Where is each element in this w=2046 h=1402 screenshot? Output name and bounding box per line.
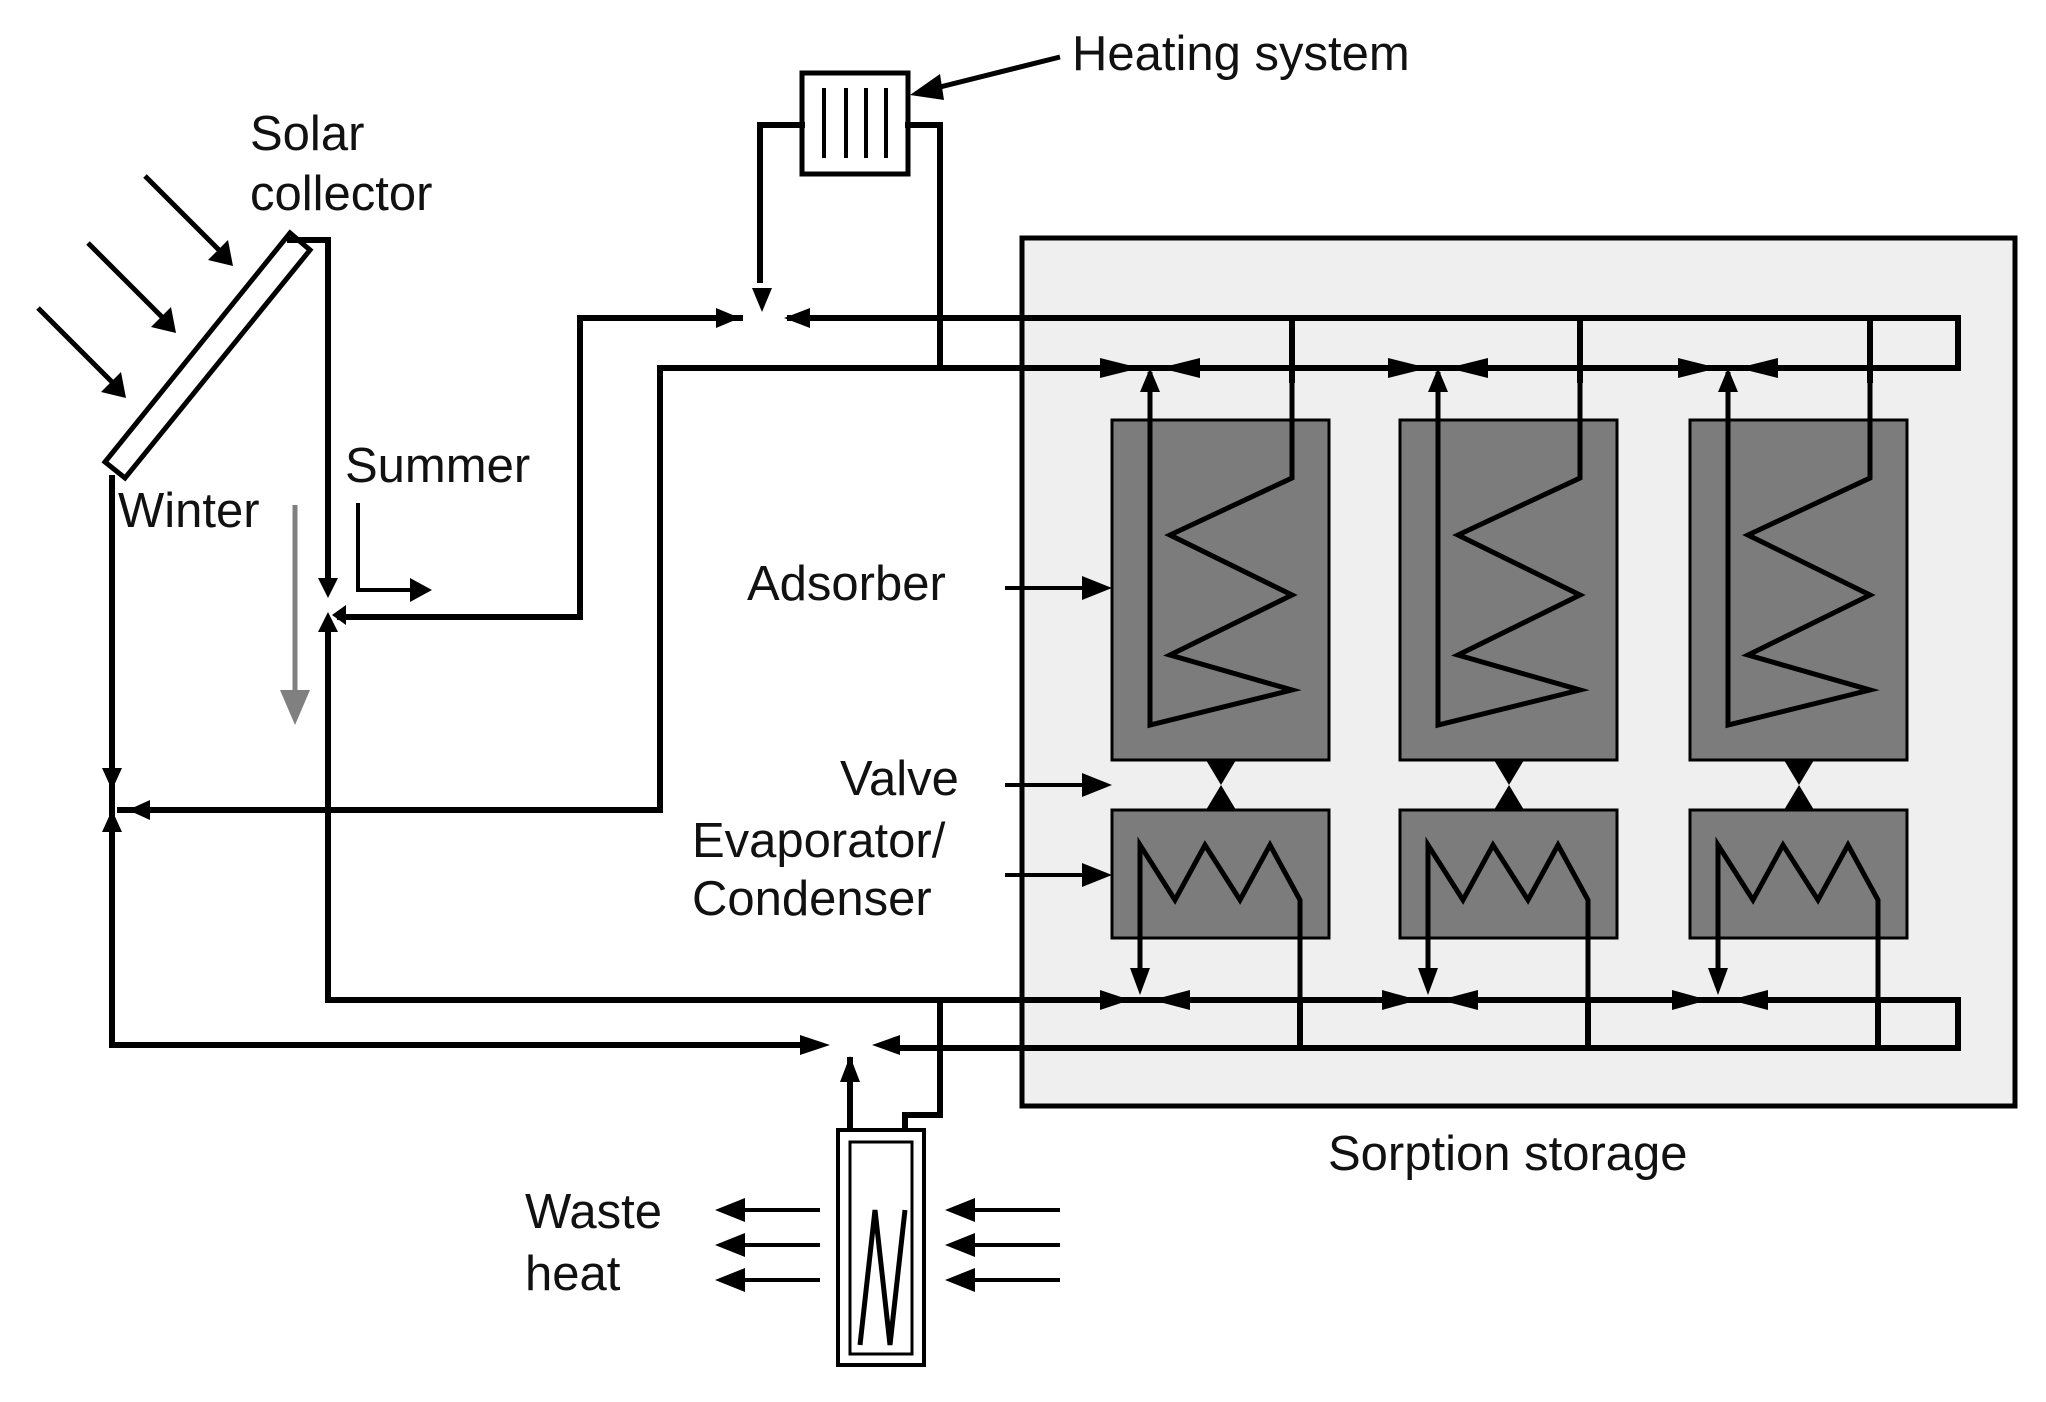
waste-heat-arrows bbox=[715, 1198, 1060, 1292]
summer-label: Summer bbox=[345, 439, 530, 493]
summer-arrow bbox=[356, 503, 432, 602]
storage-module-3 bbox=[1672, 315, 1909, 1051]
three-way-valves bbox=[102, 288, 900, 1082]
heating-system-radiator bbox=[799, 70, 911, 177]
storage-module-2 bbox=[1382, 315, 1619, 1051]
piping bbox=[109, 122, 1961, 1348]
adsorber-label: Adsorber bbox=[747, 557, 946, 611]
waste-heat-label-line1: Waste bbox=[525, 1185, 662, 1239]
sun-rays bbox=[36, 174, 233, 398]
solar-collector-panel bbox=[101, 229, 314, 482]
waste-heat-exchanger bbox=[836, 1128, 926, 1367]
sorption-storage-label: Sorption storage bbox=[1328, 1127, 1688, 1181]
valve-label: Valve bbox=[840, 752, 959, 806]
winter-arrow bbox=[280, 505, 310, 725]
storage-module-1 bbox=[1100, 315, 1331, 1051]
heating-system-pointer bbox=[919, 54, 1061, 95]
storage-modules bbox=[1100, 315, 1909, 1051]
evaporator-label-line1: Evaporator/ bbox=[692, 814, 946, 868]
evaporator-label-line2: Condenser bbox=[692, 872, 932, 926]
waste-heat-label-line2: heat bbox=[525, 1247, 621, 1301]
solar-collector-label-line1: Solar bbox=[250, 107, 364, 161]
label-pointers bbox=[1005, 576, 1112, 887]
winter-label: Winter bbox=[118, 484, 260, 538]
solar-collector-label-line2: collector bbox=[250, 167, 432, 221]
heating-system-label: Heating system bbox=[1072, 27, 1410, 81]
